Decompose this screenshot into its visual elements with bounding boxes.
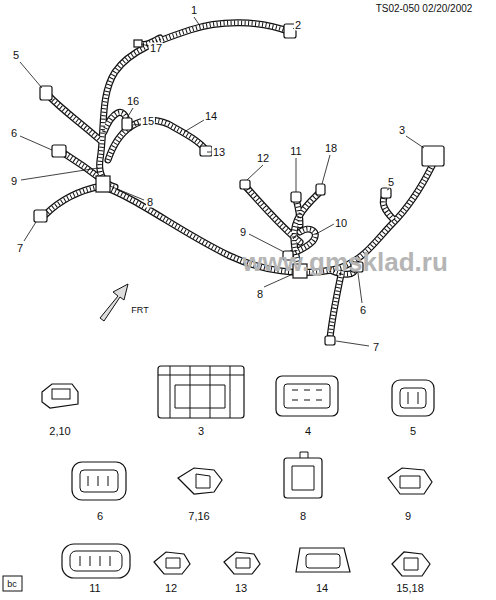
connector-caption: 12	[164, 583, 178, 594]
connector-caption: 13	[234, 583, 248, 594]
callout-number: 2	[294, 20, 302, 31]
front-marker: FRT	[130, 306, 149, 315]
callout-number: 15	[141, 116, 155, 127]
connector-caption: 8	[299, 511, 307, 522]
code-mark: bc	[6, 580, 18, 589]
connector-caption: 6	[96, 511, 104, 522]
callout-number: 17	[149, 43, 163, 54]
connector-caption: 5	[409, 426, 417, 437]
callout-number: 6	[359, 305, 367, 316]
callout-number: 12	[256, 153, 270, 164]
callout-number: 11	[289, 146, 302, 157]
harness-connectors	[34, 24, 444, 345]
connector-caption: 14	[315, 583, 329, 594]
drawing-code: TS02-050 02/20/2002	[375, 4, 474, 14]
callout-number: 1	[190, 5, 198, 16]
callout-number: 18	[324, 143, 338, 154]
callout-number: 7	[16, 243, 24, 254]
callout-number: 16	[126, 96, 140, 107]
callout-number: 8	[146, 197, 154, 208]
callout-number: 10	[334, 218, 348, 229]
connector-caption: 4	[304, 426, 312, 437]
connector-caption: 3	[197, 426, 205, 437]
connector-views	[42, 366, 434, 578]
connector-caption: 15,18	[395, 583, 425, 594]
connector-caption: 11	[88, 583, 101, 594]
connector-caption: 9	[404, 511, 412, 522]
harness-outline	[45, 23, 432, 338]
callout-number: 7	[372, 342, 380, 353]
callout-number: 5	[12, 50, 20, 61]
front-arrow	[100, 284, 128, 321]
callout-number: 8	[256, 289, 264, 300]
code-box	[3, 576, 22, 591]
callout-number: 13	[212, 147, 226, 158]
callout-number: 3	[398, 125, 406, 136]
callout-number: 6	[10, 128, 18, 139]
callout-number: 9	[239, 227, 247, 238]
callout-number: 14	[204, 111, 218, 122]
callout-number: 5	[387, 177, 395, 188]
connector-caption: 7,16	[187, 511, 210, 522]
watermark: www.gmsklad.ru	[241, 249, 449, 275]
callout-number: 9	[10, 176, 18, 187]
leader-lines	[20, 17, 424, 346]
connector-caption: 2,10	[48, 426, 71, 437]
